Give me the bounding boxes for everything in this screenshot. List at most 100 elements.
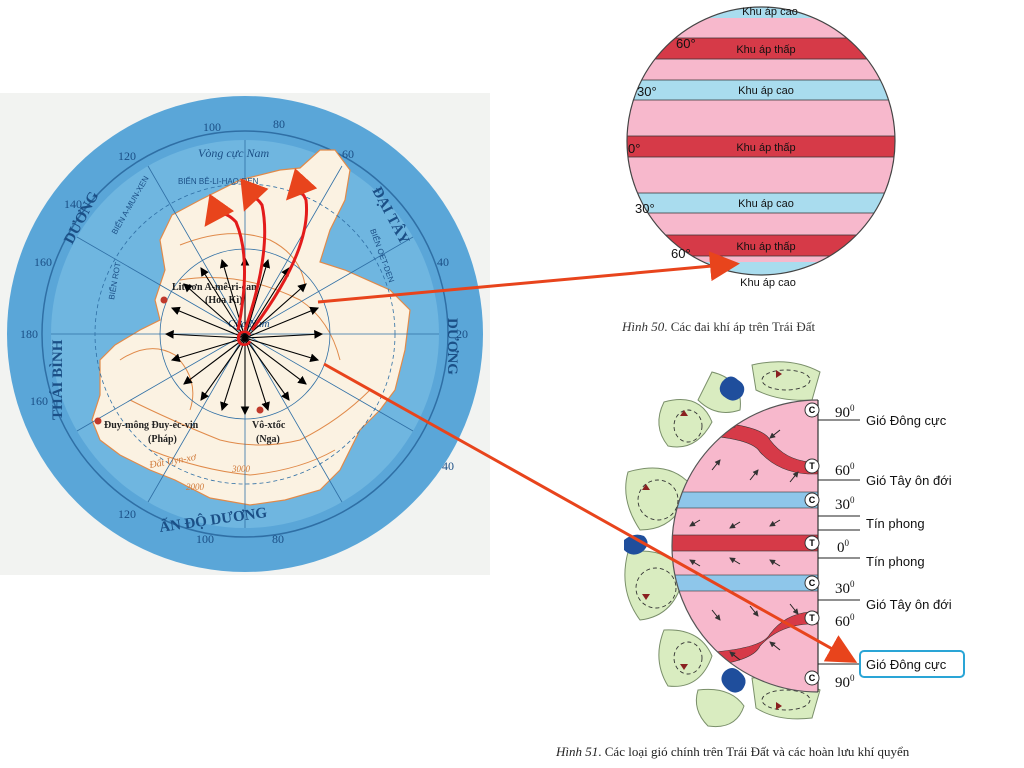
latitude-label: 30° (637, 84, 657, 99)
ocean-label: DƯƠNG (444, 318, 460, 375)
pole-center-letter: C (236, 326, 252, 351)
wind-arrow (164, 329, 246, 339)
low-pressure-band (627, 136, 895, 157)
station-dot (94, 417, 102, 425)
band-label: Khu áp cao (738, 198, 794, 210)
longitude-label: 140 (64, 197, 82, 211)
station-country: (Pháp) (148, 434, 177, 445)
longitude-label: 100 (203, 120, 221, 134)
latitude-label: 900 (835, 673, 855, 691)
station-dot (160, 296, 168, 304)
station-name: Lit-tơn A-mê-ri-can (172, 282, 257, 293)
contour-value: 2000 (186, 482, 205, 492)
connector-arrow-to-figure-51 (323, 362, 858, 663)
longitude-label: 20 (456, 327, 468, 341)
latitude-label: 900 (835, 403, 855, 421)
longitude-label: 80 (272, 532, 284, 546)
pressure-marker: T (809, 613, 815, 623)
band-label: Khu áp thấp (736, 44, 795, 56)
cell-direction-arrows (642, 370, 782, 710)
station-name: Vô-xtốc (252, 420, 286, 431)
station-country: (Hoa Kì) (205, 295, 243, 306)
latitude-label: 60° (671, 246, 691, 261)
cell-loop (673, 641, 703, 675)
longitude-label: 60 (342, 147, 354, 161)
wind-arrow (170, 306, 246, 339)
contour-line (129, 389, 371, 446)
circulation-cells (624, 361, 821, 728)
sea-label: BIỂN BÊ-LI-HAO-DEN (178, 177, 259, 186)
wind-label: Tín phong (866, 516, 925, 531)
wind-arrow (244, 337, 320, 362)
cell-loop (761, 689, 811, 711)
circulation-loops (635, 369, 811, 711)
deflected-wind-arrow (250, 168, 318, 331)
wind-arrow (244, 337, 270, 412)
deflected-wind-arrow (240, 178, 269, 331)
wind-arrow (244, 267, 290, 339)
highlighted-wind-box (859, 650, 965, 678)
longitude-label: 40 (437, 255, 449, 269)
wind-arrow (244, 258, 271, 339)
longitude-label: 100 (196, 532, 214, 546)
antarctic-circle-label: Vòng cực Nam (198, 146, 270, 160)
cell-loop (635, 567, 677, 609)
cell-loop (761, 369, 811, 391)
wind-arrow (244, 337, 290, 401)
high-pressure-band (627, 193, 895, 213)
wind-arrow (170, 337, 246, 362)
inner-ring (41, 130, 449, 538)
station-dot (256, 406, 264, 414)
latitude-label: 30° (635, 201, 655, 216)
longitude-label: 40 (442, 459, 454, 473)
latitude-ticks (818, 419, 860, 665)
contour-value: 3000 (231, 464, 251, 474)
contour-line (179, 233, 306, 286)
hemisphere-outline (671, 399, 819, 693)
band-label: Khu áp cao (738, 85, 794, 97)
wind-label: Gió Tây ôn đới (866, 597, 952, 612)
deflected-wind-arrow (204, 193, 247, 331)
band-label: Khu áp cao (742, 6, 798, 18)
fig51-latitudes: 900 600 300 00 300 600 900 (835, 403, 855, 691)
longitude-label: 80 (273, 117, 285, 131)
wind-arrow (244, 337, 307, 385)
pressure-marker: C (809, 405, 816, 415)
subtropical-high-band (672, 491, 818, 509)
longitude-label: 120 (118, 149, 136, 163)
figure-50-caption: Hình 50. Các đai khí áp trên Trái Đất (621, 319, 816, 334)
longitude-label: 160 (30, 394, 48, 408)
band-label: Khu áp cao (740, 277, 796, 289)
globe-outline (626, 6, 896, 276)
latitude-label: 300 (835, 495, 855, 513)
cell-loop (673, 409, 703, 443)
latitude-label: 600 (835, 612, 855, 630)
wind-arrow (244, 283, 307, 339)
pressure-marker: T (809, 538, 815, 548)
wind-label: Tín phong (866, 554, 925, 569)
band-label: Khu áp thấp (736, 241, 795, 253)
curved-wind-arrows (204, 168, 318, 331)
wind-arrow (183, 337, 246, 385)
latitude-circle (159, 248, 331, 420)
longitude-label: 180 (20, 327, 38, 341)
fig50-latitudes: 60° 30° 0° 30° 60° (628, 36, 696, 261)
station-name: Đuy-mông Đuy-éc-vin (104, 420, 199, 431)
contour-line (149, 449, 336, 476)
globe-bands (627, 7, 895, 275)
antarctic-circle (94, 183, 396, 485)
latitude-label: 600 (835, 461, 855, 479)
water-blobs (624, 376, 746, 693)
wind-label-highlighted: Gió Đông cực (866, 657, 947, 672)
polar-wind-arrows (164, 256, 324, 416)
wind-arrow (220, 337, 246, 412)
high-pressure-band (627, 80, 895, 100)
pressure-marker: C (809, 673, 816, 683)
antarctica-map: 100 80 120 60 140 40 160 180 160 20 40 1… (0, 93, 490, 575)
latitude-label: 00 (837, 538, 850, 556)
wind-arrow (244, 306, 320, 339)
wind-arrow (200, 337, 246, 401)
high-pressure-band (627, 7, 895, 18)
meridian-lines (51, 140, 439, 528)
